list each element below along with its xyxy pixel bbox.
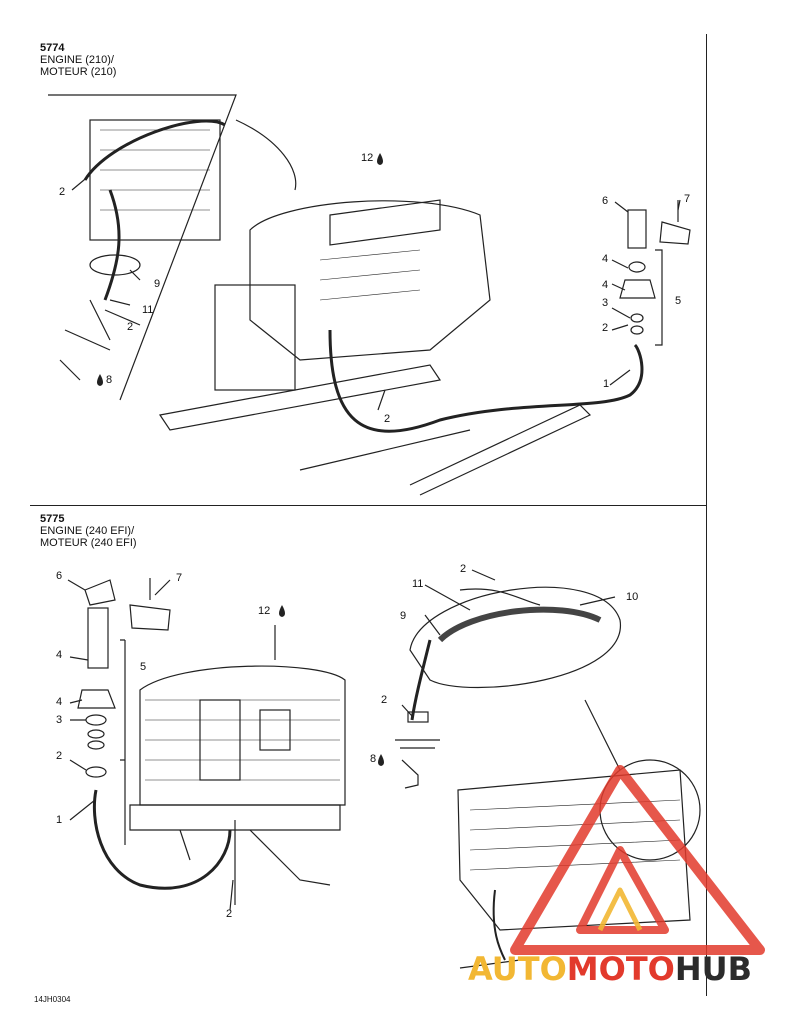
callout-7-top: 7 <box>684 193 691 205</box>
callout-9-bottom: 9 <box>400 610 407 622</box>
section-divider <box>30 505 706 506</box>
efi-engine-outline <box>139 665 346 806</box>
callout-1-top: 1 <box>603 378 610 390</box>
callout-3-bottom: 3 <box>56 714 63 726</box>
callout-8-bottom: 8 <box>370 753 377 765</box>
callout-12-top: 12 <box>361 152 374 164</box>
section-5775-code: 5775 <box>40 513 65 525</box>
callout-2-bottom-center: 2 <box>226 908 233 920</box>
cap-part <box>84 579 116 606</box>
drawing-code: 14JH0304 <box>34 995 71 1004</box>
callout-3-top: 3 <box>602 297 609 309</box>
section-5774-artwork <box>48 94 691 496</box>
drop-icon <box>378 754 384 766</box>
section-5775-title-line2: MOTEUR (240 EFI) <box>40 537 137 549</box>
callout-4-bottom-a: 4 <box>56 649 63 661</box>
callout-5-top: 5 <box>675 295 682 307</box>
callout-2-top-left-a: 2 <box>59 186 66 198</box>
drop-icon <box>97 374 103 386</box>
right-grease-fitting <box>627 209 647 249</box>
callout-4-top-a: 4 <box>602 253 609 265</box>
callout-2-bottom-right-mid: 2 <box>381 694 388 706</box>
base-plate <box>158 364 442 431</box>
section-5774-code: 5774 <box>40 42 65 54</box>
callout-6-top: 6 <box>602 195 609 207</box>
lower-right-engine <box>457 769 691 931</box>
section-5774-title-line1: ENGINE (210)/ <box>40 54 114 66</box>
sealant-drop-icons <box>97 153 384 766</box>
callout-4-top-b: 4 <box>602 279 609 291</box>
section-5774-header: 5774 ENGINE (210)/ MOTEUR (210) <box>40 42 116 78</box>
callout-4-bottom-b: 4 <box>56 696 63 708</box>
exhaust-housing <box>214 284 296 391</box>
section-5774-title-line2: MOTEUR (210) <box>40 66 117 78</box>
callout-2-top-center: 2 <box>384 413 391 425</box>
callout-11-bottom: 11 <box>412 578 424 590</box>
section-5775-title-line1: ENGINE (240 EFI)/ <box>40 525 135 537</box>
callout-10-bottom: 10 <box>626 591 639 603</box>
callout-11-top: 11 <box>142 304 154 316</box>
grease-fitting-left <box>87 607 109 669</box>
callout-2-bottom-right-top: 2 <box>460 563 467 575</box>
watermark-part-moto: MOTO <box>566 950 675 988</box>
main-engine-outline <box>249 200 491 361</box>
callout-6-bottom: 6 <box>56 570 63 582</box>
watermark-part-auto: AUTO <box>468 950 567 988</box>
watermark-part-hub: HUB <box>674 950 753 988</box>
callout-9-top: 9 <box>154 278 161 290</box>
drop-icon <box>279 605 285 617</box>
callout-2-bottom-left: 2 <box>56 750 63 762</box>
section-5775-header: 5775 ENGINE (240 EFI)/ MOTEUR (240 EFI) <box>40 513 137 549</box>
callout-8-top: 8 <box>106 374 113 386</box>
callout-5-bottom: 5 <box>140 661 147 673</box>
drop-icon <box>377 153 383 165</box>
watermark-logo-triangles <box>510 765 765 955</box>
callout-2-top-right: 2 <box>602 322 609 334</box>
callout-12-bottom: 12 <box>258 605 271 617</box>
inset-engine-block <box>89 119 221 241</box>
watermark-wordmark: AUTOMOTOHUB <box>468 950 752 988</box>
callout-2-top-left-b: 2 <box>127 321 134 333</box>
callout-1-bottom: 1 <box>56 814 63 826</box>
callout-7-bottom: 7 <box>176 572 183 584</box>
frame-right-border <box>706 34 707 996</box>
section-5775-artwork <box>67 569 701 969</box>
